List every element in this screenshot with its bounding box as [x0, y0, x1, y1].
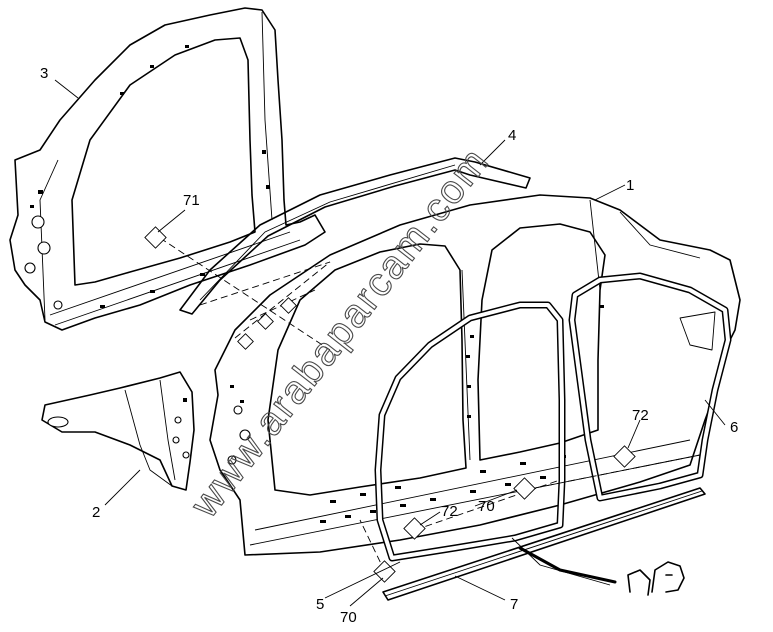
- callout-71: 71: [183, 192, 200, 209]
- retainer-clip: [627, 561, 685, 596]
- part-6-rear-door-weatherstrip: [568, 272, 732, 502]
- callout-70-lower: 70: [340, 609, 357, 626]
- part-7-rocker-molding: [382, 487, 706, 601]
- callout-6: 6: [730, 419, 738, 436]
- callout-2: 2: [92, 504, 100, 521]
- part-5-front-door-weatherstrip: [374, 301, 617, 586]
- callout-labels: 1 2 3 4 5 6 7 70 70 71 72 72: [40, 65, 738, 626]
- callout-72-door: 72: [441, 503, 458, 520]
- callout-3: 3: [40, 65, 48, 82]
- callout-70-upper: 70: [478, 498, 495, 515]
- part-3-front-pillar-panel: [9, 7, 326, 331]
- callout-leaders: [54, 79, 726, 607]
- callout-1: 1: [626, 177, 634, 194]
- sealer-markers: [144, 226, 701, 583]
- callout-72-rear: 72: [632, 407, 649, 424]
- callout-4: 4: [508, 127, 516, 144]
- part-2-hinge-pillar-reinforcement: [41, 371, 195, 491]
- callout-7: 7: [510, 596, 518, 613]
- callout-5: 5: [316, 596, 324, 613]
- part-4-roof-rail-strip: [179, 157, 531, 315]
- part-1-body-side-outer-panel: [209, 194, 741, 556]
